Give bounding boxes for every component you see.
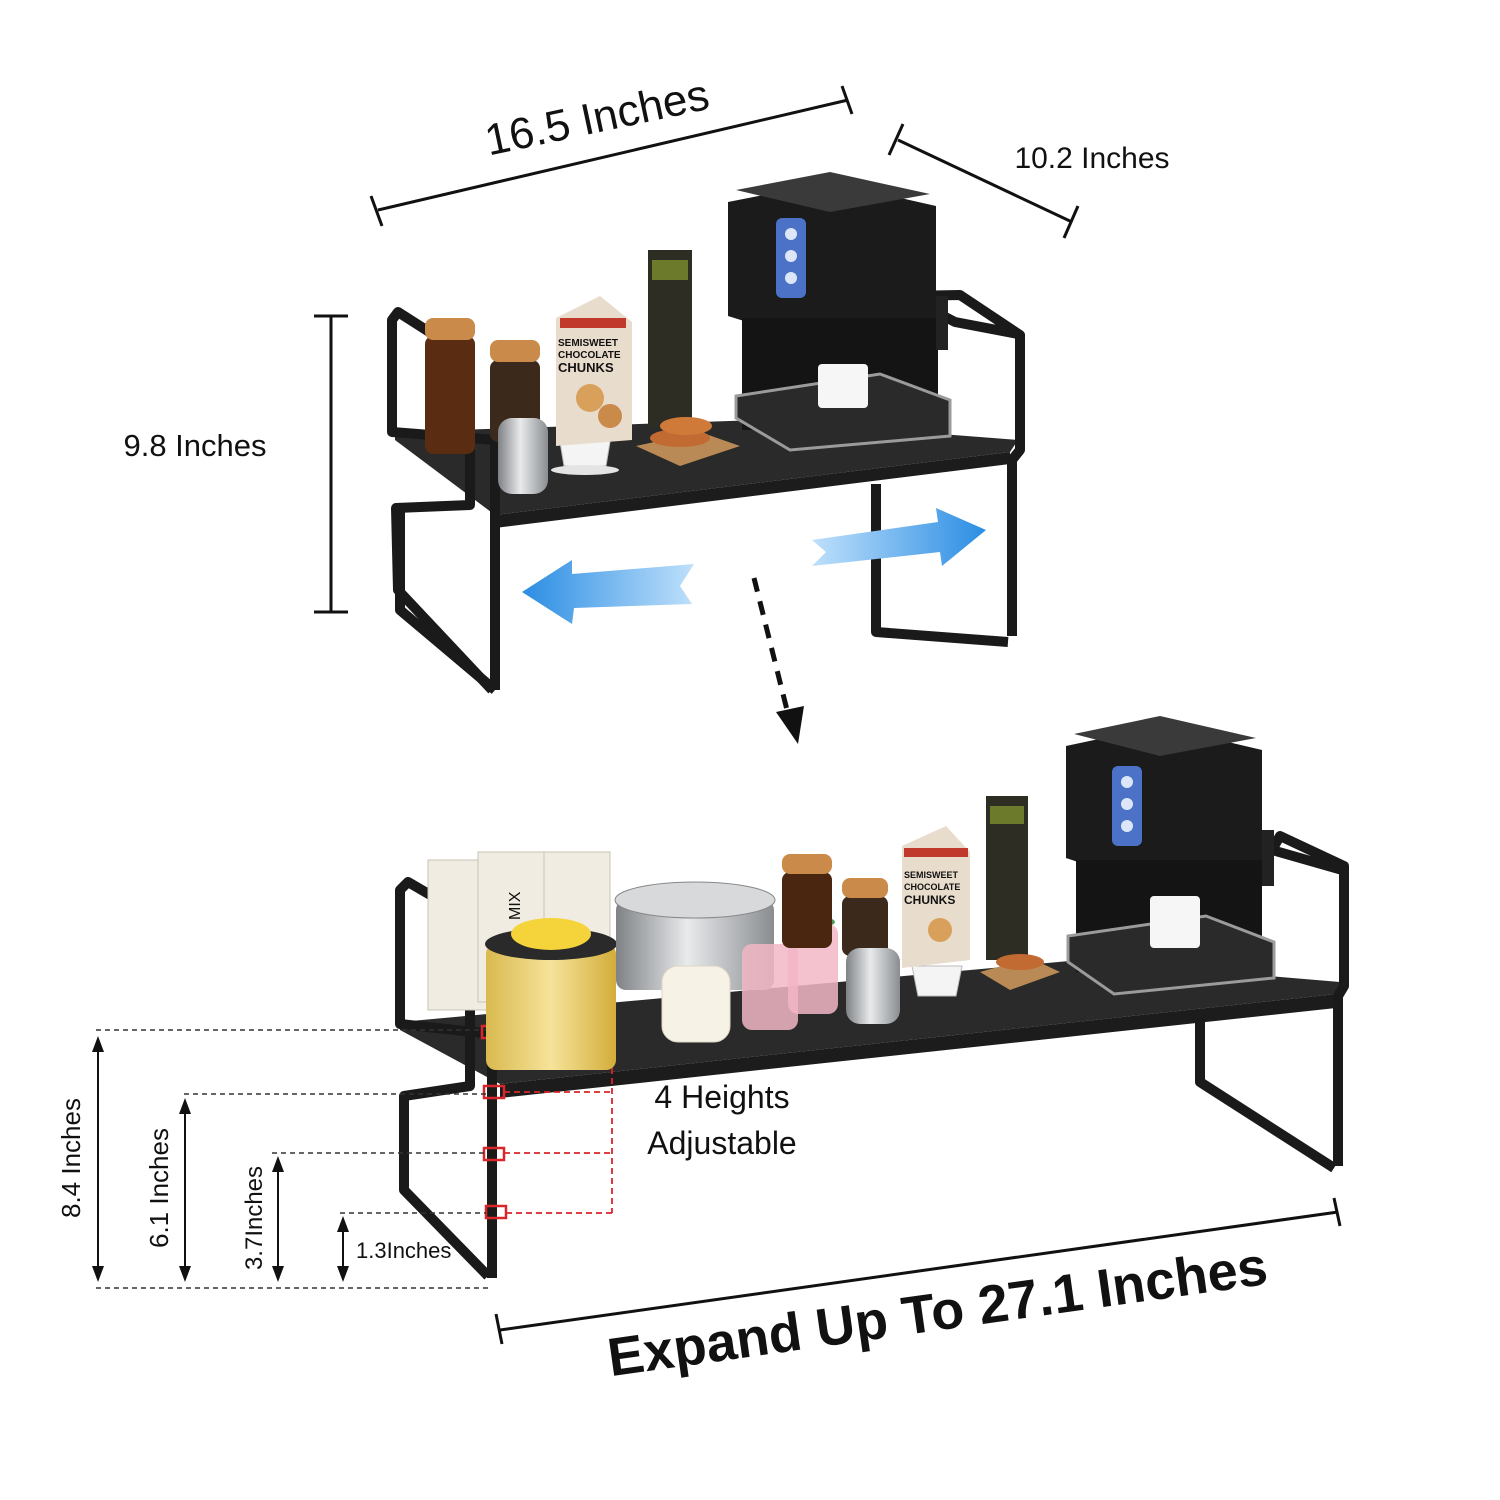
heights-title-line2: Adjustable xyxy=(647,1125,796,1161)
svg-text:CHOCOLATE: CHOCOLATE xyxy=(558,350,621,361)
espresso-machine xyxy=(728,172,952,452)
expand-label: Expand Up To 27.1 Inches xyxy=(604,1236,1271,1388)
transition-arrow xyxy=(751,577,804,744)
svg-text:CHOCOLATE: CHOCOLATE xyxy=(904,882,960,892)
bottom-espresso-machine xyxy=(1066,716,1276,996)
bottom-tea-box xyxy=(986,796,1028,960)
steel-pot xyxy=(614,881,776,990)
height-level-4: 1.3Inches xyxy=(356,1238,451,1263)
width-label: 16.5 Inches xyxy=(481,70,714,165)
expand-dimension: Expand Up To 27.1 Inches xyxy=(494,1197,1342,1388)
svg-text:CHUNKS: CHUNKS xyxy=(558,360,614,375)
bottom-coffee-jars xyxy=(782,854,888,956)
bottom-milk-jug xyxy=(846,948,900,1024)
yellow-pot xyxy=(485,918,617,1070)
bottom-shelf-illustration: 4 Heights Adjustable 8.4 Inches 6 xyxy=(56,716,1349,1388)
milk-bottle xyxy=(498,418,548,494)
expand-left-arrow xyxy=(522,560,694,624)
height-reference-lines xyxy=(96,1029,490,1289)
height-label: 9.8 Inches xyxy=(123,428,266,463)
bottom-cup xyxy=(911,965,963,997)
height-level-3: 3.7Inches xyxy=(241,1166,268,1270)
tea-box xyxy=(648,250,692,428)
expand-right-arrow xyxy=(812,508,986,566)
svg-text:MIX: MIX xyxy=(507,891,524,920)
height-level-2: 6.1 Inches xyxy=(144,1128,174,1248)
height-dimension: 9.8 Inches xyxy=(123,314,348,614)
bottom-macarons xyxy=(980,954,1060,990)
depth-label: 10.2 Inches xyxy=(1014,142,1169,175)
svg-text:CHUNKS: CHUNKS xyxy=(904,893,955,907)
height-level-1: 8.4 Inches xyxy=(56,1098,86,1218)
macaron-plate xyxy=(636,417,740,466)
bottom-chocolate-box: SEMISWEET CHOCOLATE CHUNKS xyxy=(902,826,970,968)
chocolate-box: SEMISWEET CHOCOLATE CHUNKS xyxy=(556,296,632,446)
top-shelf-illustration: 16.5 Inches 10.2 Inches 9.8 Inches xyxy=(123,70,1170,744)
coffee-jar xyxy=(425,318,475,454)
svg-text:SEMISWEET: SEMISWEET xyxy=(904,870,959,880)
stacked-bowls xyxy=(661,965,731,1043)
depth-dimension: 10.2 Inches xyxy=(887,123,1170,239)
height-arrows xyxy=(92,1036,349,1282)
heights-title-line1: 4 Heights xyxy=(654,1079,789,1115)
svg-text:SEMISWEET: SEMISWEET xyxy=(558,338,618,349)
